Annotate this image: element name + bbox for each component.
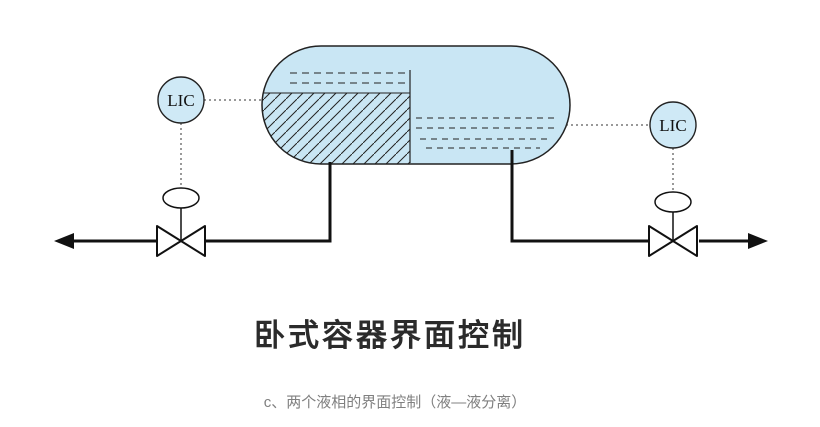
diagram-canvas: LIC LIC (54, 45, 768, 257)
lic-label-left: LIC (167, 91, 194, 110)
flow-arrow-left (54, 233, 74, 249)
outlet-pipe-right (510, 150, 750, 243)
flow-arrow-right (748, 233, 768, 249)
right-interface-level-dashes (416, 117, 556, 149)
signal-lines (180, 99, 674, 192)
liquid-phase-hatch (262, 93, 410, 164)
control-valve-left (156, 225, 206, 257)
diagram-title: 卧式容器界面控制 (254, 318, 526, 353)
left-liquid-level-dashes (290, 72, 408, 84)
valve-actuator-left (162, 187, 200, 209)
lic-circle-right (649, 101, 697, 149)
lic-label-right: LIC (659, 116, 686, 135)
outlet-pipe-left (72, 162, 332, 243)
lic-circle-left (157, 76, 205, 124)
control-valve-right (648, 225, 698, 257)
lic-controller-left: LIC (157, 76, 205, 124)
lic-controller-right: LIC (649, 101, 697, 149)
figure-caption: c、两个液相的界面控制（液—液分离） (263, 394, 527, 411)
valve-actuator-right (654, 191, 692, 213)
